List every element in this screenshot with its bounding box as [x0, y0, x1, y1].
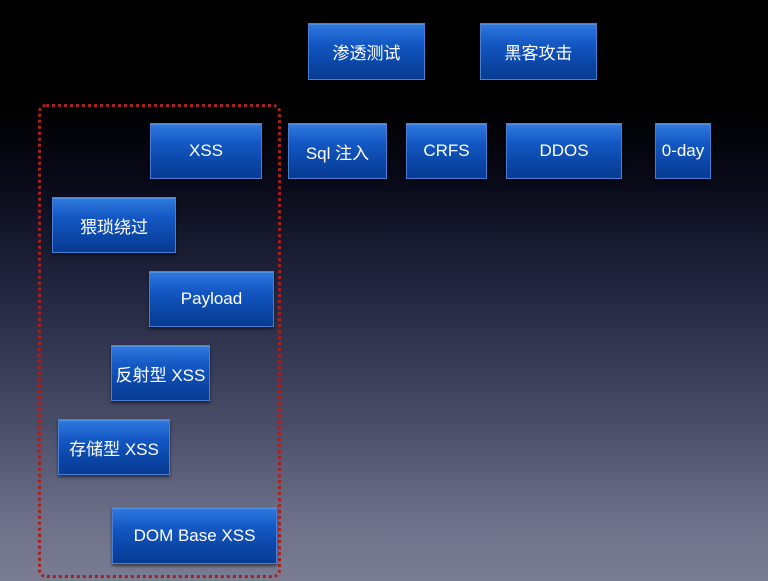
node-dom-based-xss: DOM Base XSS [112, 507, 277, 564]
node-sql-injection: Sql 注入 [288, 123, 387, 179]
node-crfs: CRFS [406, 123, 487, 179]
node-ddos: DDOS [506, 123, 622, 179]
node-hacker-attack: 黑客攻击 [480, 23, 597, 80]
node-xss: XSS [150, 123, 262, 179]
node-bypass: 猥琐绕过 [52, 197, 176, 253]
node-payload: Payload [149, 271, 274, 327]
node-reflected-xss: 反射型 XSS [111, 345, 210, 401]
node-zero-day: 0-day [655, 123, 711, 179]
xss-group-highlight [38, 104, 281, 578]
node-penetration-test: 渗透测试 [308, 23, 425, 80]
node-stored-xss: 存储型 XSS [58, 419, 170, 475]
